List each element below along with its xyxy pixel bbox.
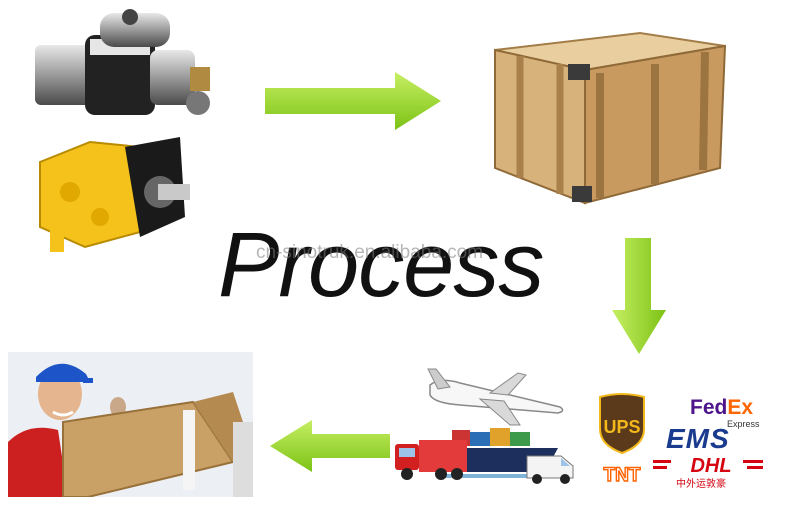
van-icon (525, 448, 577, 484)
watermark-text: cn-sinotruk.en.alibaba.com (256, 242, 483, 264)
page-title: Process (218, 210, 558, 320)
fedex-fed-text: Fed (690, 396, 727, 419)
wooden-crate-icon (490, 28, 730, 206)
starter-motor-icon (30, 5, 220, 130)
fedex-express-text: Express (727, 419, 760, 429)
arrow-down-icon (611, 238, 667, 356)
delivery-man-icon (8, 352, 253, 497)
tnt-logo: TNT (594, 462, 650, 486)
dhl-chinese-text: 中外运敦豪 (676, 475, 726, 490)
tnt-logo-text: TNT (604, 465, 641, 486)
fedex-logo: FedEx (690, 397, 753, 419)
arrow-right-icon (265, 70, 443, 132)
truck-icon (395, 438, 467, 482)
ups-logo-text: UPS (603, 417, 640, 437)
tnt-logo-mark: TNT (594, 462, 650, 486)
dhl-logo-mark: DHL (653, 454, 763, 476)
hydraulic-pump-icon (30, 122, 195, 262)
dhl-logo-text: DHL (690, 455, 731, 476)
dhl-logo: DHL (653, 454, 763, 476)
arrow-left-icon (270, 420, 392, 472)
ems-logo: EMS (666, 423, 730, 455)
ups-logo: UPS (596, 393, 648, 455)
fedex-ex-text: Ex (727, 396, 753, 419)
airplane-icon (420, 365, 568, 427)
